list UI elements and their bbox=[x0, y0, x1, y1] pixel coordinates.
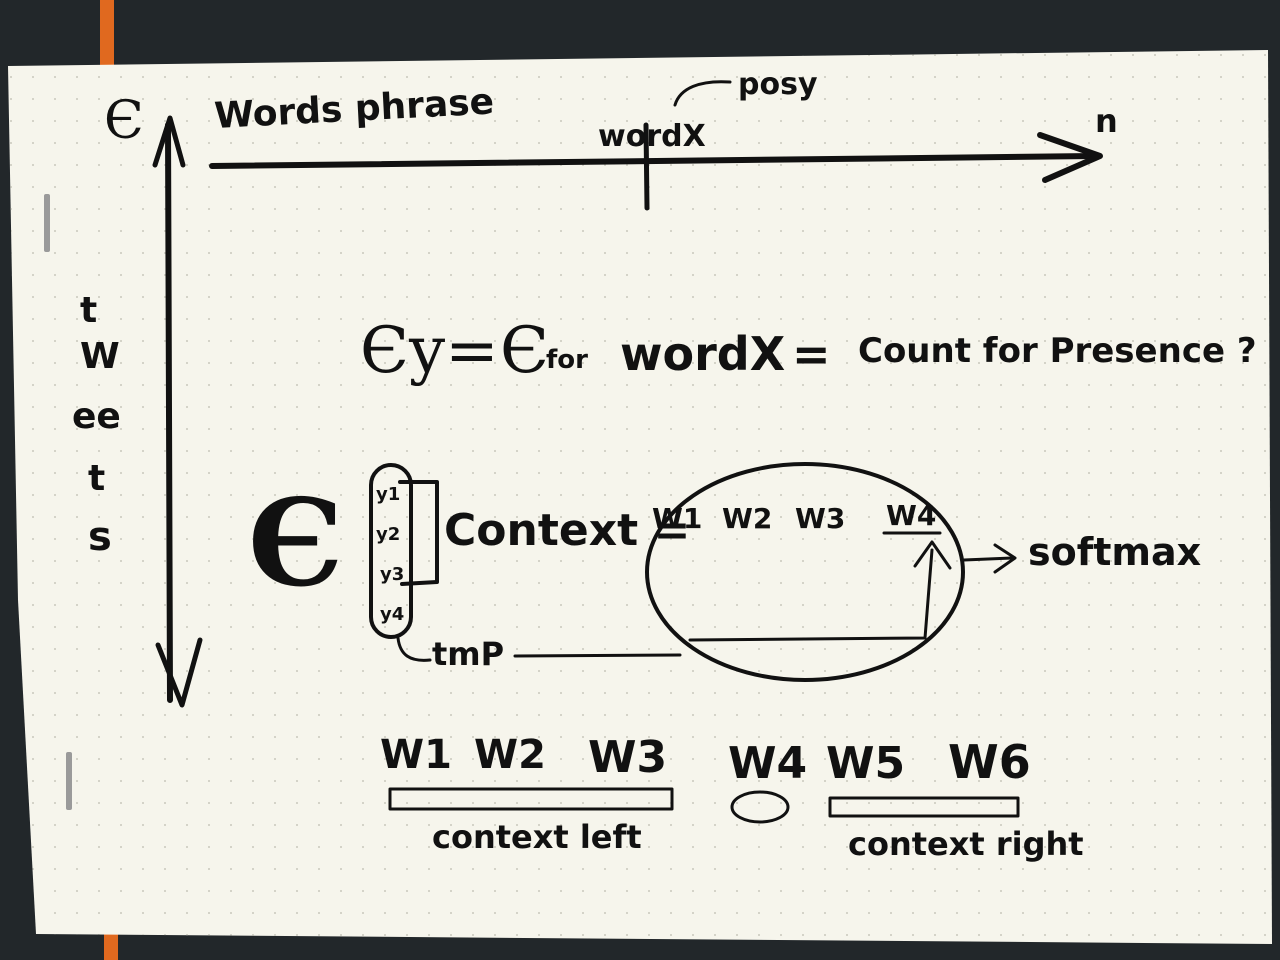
y1-y3-bracket bbox=[398, 480, 439, 586]
x-marker-note: posy bbox=[738, 67, 818, 102]
x-marker-label: wordX bbox=[598, 119, 706, 154]
context-label: Context = bbox=[444, 505, 690, 556]
y-item: y1 bbox=[376, 484, 400, 505]
binding-staple bbox=[66, 752, 72, 810]
bottom-word-target: W4 bbox=[728, 738, 807, 789]
tmp-hook bbox=[396, 636, 432, 662]
equation-rhs: Count for Presence ? bbox=[858, 331, 1257, 371]
bottom-word: W6 bbox=[948, 735, 1031, 789]
x-axis-end-label: n bbox=[1095, 102, 1118, 140]
context-ellipse bbox=[645, 462, 965, 682]
context-word: W1 bbox=[652, 502, 702, 535]
y-axis-label: t W ee t s bbox=[72, 290, 121, 560]
y-item: y4 bbox=[380, 604, 404, 625]
bottom-word: W1 bbox=[380, 732, 452, 778]
softmax-arrow bbox=[962, 556, 1014, 562]
x-axis-arrowhead bbox=[1037, 132, 1103, 183]
y-axis-arrowhead-bottom bbox=[155, 637, 203, 708]
context-left-box bbox=[388, 787, 674, 811]
tmp-arrowhead bbox=[913, 540, 952, 570]
y-axis-line bbox=[165, 122, 173, 703]
context-left-label: context left bbox=[432, 818, 642, 856]
bottom-word: W5 bbox=[826, 738, 905, 789]
tmp-to-w4-arrow bbox=[688, 548, 934, 642]
y-letter: ee bbox=[72, 396, 121, 437]
equation-word: wordX bbox=[620, 327, 785, 381]
equation-equals: = bbox=[792, 327, 831, 381]
y-letter: t bbox=[80, 290, 97, 331]
context-right-label: context right bbox=[848, 825, 1084, 863]
softmax-arrowhead bbox=[993, 543, 1017, 574]
context-word-target: W4 bbox=[886, 499, 936, 532]
tmp-label: tmP bbox=[432, 635, 504, 673]
context-right-box bbox=[828, 796, 1020, 818]
y-letter: s bbox=[88, 514, 112, 560]
target-word-ellipse bbox=[730, 790, 790, 824]
y-axis-arrowhead-top bbox=[152, 115, 186, 168]
x-axis-line bbox=[209, 153, 1098, 169]
binding-staple bbox=[44, 194, 50, 252]
softmax-label: softmax bbox=[1028, 530, 1201, 574]
bottom-word: W3 bbox=[588, 732, 667, 783]
dot-grid bbox=[8, 50, 1272, 944]
y-column-outline bbox=[369, 463, 413, 639]
bottom-word: W2 bbox=[474, 732, 546, 778]
equation-for: for bbox=[546, 345, 588, 375]
tmp-connector bbox=[513, 653, 682, 658]
y-item: y2 bbox=[376, 524, 400, 545]
y-letter: t bbox=[88, 458, 105, 499]
corner-epsilon: Є bbox=[104, 91, 144, 151]
context-word: W3 bbox=[795, 502, 845, 535]
bookmark-ribbon-top bbox=[100, 0, 114, 70]
y-item: y3 bbox=[380, 564, 404, 585]
posy-pointer bbox=[673, 80, 732, 107]
x-axis-tick bbox=[643, 122, 650, 211]
context-word: W2 bbox=[722, 502, 772, 535]
equation-lhs: Єy= bbox=[360, 314, 499, 388]
y-letter: W bbox=[80, 336, 120, 377]
context-epsilon: Є bbox=[248, 473, 343, 614]
equation-epsilon: Є bbox=[500, 314, 549, 388]
